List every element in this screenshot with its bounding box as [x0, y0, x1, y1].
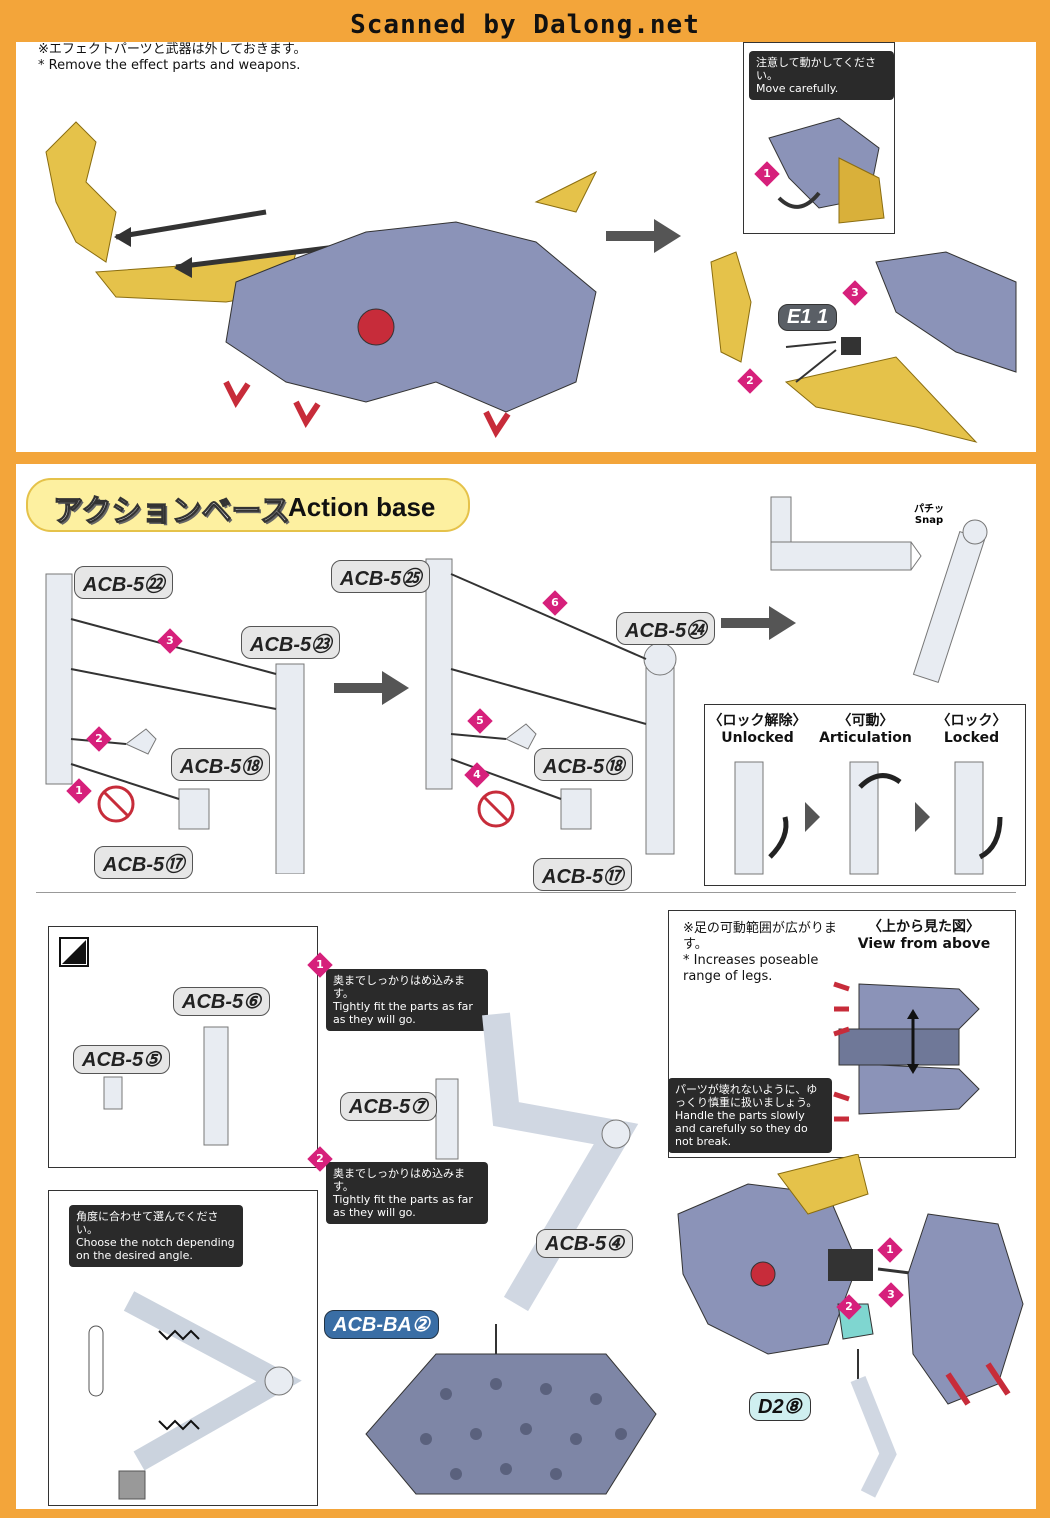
section-divider	[36, 892, 1016, 893]
right-step-3: 3	[878, 1282, 904, 1308]
lock-illustration	[734, 761, 1003, 875]
handle-carefully-callout: パーツが壊れないように、ゆっくり慎重に扱いましょう。 Handle the pa…	[668, 1078, 832, 1153]
mid-step-5: 5	[467, 708, 493, 734]
bottom-step-2: 2	[307, 1146, 333, 1172]
mid-step-4: 4	[464, 762, 490, 788]
part-acb5-22: ACB-5㉒	[74, 566, 174, 599]
left-to-mid-arrow	[334, 671, 409, 705]
action-base-header: アクションベース Action base	[26, 478, 470, 532]
part-acb5-7: ACB-5⑦	[340, 1092, 438, 1121]
part-acb5-25: ACB-5㉕	[331, 560, 431, 593]
part-acb5-6: ACB-5⑥	[173, 987, 271, 1016]
right-step-1: 1	[877, 1237, 903, 1263]
mid-assembly-illustration	[425, 558, 677, 855]
bottom-step-1: 1	[307, 952, 333, 978]
action-base-title-en: Action base	[288, 492, 436, 522]
fit-callout-1: 奥までしっかりはめ込みます。 Tightly fit the parts as …	[326, 969, 488, 1031]
left-step-3: 3	[157, 628, 183, 654]
part-d2-8: D2⑧	[749, 1392, 811, 1421]
angle-box: 角度に合わせて選んでください。 Choose the notch dependi…	[48, 1190, 318, 1506]
fit-callout-2: 奥までしっかりはめ込みます。 Tightly fit the parts as …	[326, 1162, 488, 1224]
action-base-panel: アクションベース Action base ACB-5㉒ ACB-5㉓ ACB-5…	[14, 462, 1038, 1511]
handle-en: Handle the parts slowly and carefully so…	[675, 1109, 808, 1148]
remove-note-en: * Remove the effect parts and weapons.	[38, 58, 301, 73]
handle-jp: パーツが壊れないように、ゆっくり慎重に扱いましょう。	[675, 1083, 818, 1109]
mid-to-right-arrow	[721, 606, 796, 640]
lock-states-box: 〈ロック解除〉Unlocked 〈可動〉Articulation 〈ロック〉Lo…	[704, 704, 1026, 886]
move-jp: 注意して動かしてください。	[756, 56, 877, 82]
lock-articulation: 〈可動〉Articulation	[819, 713, 912, 746]
dog-on-stand-illustration	[677, 1154, 1024, 1498]
mid-step-6: 6	[542, 590, 568, 616]
move-carefully-callout: 注意して動かしてください。 Move carefully.	[749, 51, 894, 100]
part-e1-num: 1	[817, 306, 829, 328]
legs-jp: ※足の可動範囲が広がります。	[683, 921, 837, 952]
snap-label: パチッ Snap	[914, 504, 944, 526]
part-acb5-17b: ACB-5⑰	[533, 858, 633, 891]
head-jaw-illustration	[768, 117, 885, 224]
spare-parts-box: ACB-5⑥ ACB-5⑤	[48, 926, 318, 1168]
left-step-2: 2	[86, 726, 112, 752]
left-step-1: 1	[66, 778, 92, 804]
angle-jp: 角度に合わせて選んでください。	[76, 1210, 219, 1236]
part-acb5-18a: ACB-5⑱	[171, 748, 271, 781]
angle-en: Choose the notch depending on the desire…	[76, 1236, 235, 1262]
left-assembly-illustration	[45, 573, 305, 874]
move-carefully-inset: 注意して動かしてください。 Move carefully. 1	[743, 42, 895, 234]
part-acb-ba2: ACB-BA②	[324, 1310, 439, 1339]
part-acb5-4: ACB-5④	[536, 1229, 634, 1258]
action-base-title-jp: アクションベース	[52, 494, 290, 528]
head-attach-illustration	[710, 251, 1017, 443]
next-arrow	[606, 219, 681, 253]
part-acb5-17a: ACB-5⑰	[94, 846, 194, 879]
view-jp: 〈上から見た図〉	[868, 919, 980, 935]
part-e1-tag: E1 1	[778, 304, 838, 331]
snap-illustration	[770, 496, 988, 683]
angle-callout: 角度に合わせて選んでください。 Choose the notch dependi…	[69, 1205, 243, 1267]
spare-parts-icon	[59, 937, 89, 967]
top-panel: ※エフェクトパーツと武器は外しておきます。 * Remove the effec…	[14, 40, 1038, 454]
robot-dog-illustration	[45, 121, 598, 438]
part-acb5-23: ACB-5㉓	[241, 626, 341, 659]
fit2-jp: 奥までしっかりはめ込みます。	[333, 1167, 465, 1193]
view-from-above-label: 〈上から見た図〉 View from above	[849, 919, 999, 953]
hex-base-illustration	[365, 1353, 657, 1495]
part-acb5-18b: ACB-5⑱	[534, 748, 634, 781]
angle-illustration	[88, 1291, 302, 1500]
fit1-jp: 奥までしっかりはめ込みます。	[333, 974, 465, 1000]
step-3-marker: 3	[842, 280, 868, 306]
fit1-en: Tightly fit the parts as far as they wil…	[333, 1000, 473, 1026]
step-1-marker: 1	[754, 161, 780, 187]
top-view-illustration	[833, 981, 980, 1122]
snap-en: Snap	[914, 515, 944, 526]
fit2-en: Tightly fit the parts as far as they wil…	[333, 1193, 473, 1219]
legs-note: ※足の可動範囲が広がります。 * Increases poseable rang…	[683, 921, 853, 985]
legs-en: * Increases poseable range of legs.	[683, 953, 819, 984]
right-step-2: 2	[836, 1294, 862, 1320]
spare-parts-illustration	[103, 1026, 229, 1146]
snap-jp: パチッ	[914, 504, 944, 515]
part-acb5-24: ACB-5㉔	[616, 612, 716, 645]
remove-note: ※エフェクトパーツと武器は外しておきます。 * Remove the effec…	[38, 42, 307, 74]
part-acb5-5: ACB-5⑤	[73, 1045, 171, 1074]
lock-locked: 〈ロック〉Locked	[936, 713, 1007, 746]
move-en: Move carefully.	[756, 82, 839, 95]
step-2-marker: 2	[737, 368, 763, 394]
scan-credit: Scanned by Dalong.net	[350, 10, 700, 40]
remove-note-jp: ※エフェクトパーツと武器は外しておきます。	[38, 42, 307, 57]
view-en: View from above	[857, 936, 991, 952]
lock-unlocked: 〈ロック解除〉Unlocked	[708, 713, 807, 746]
